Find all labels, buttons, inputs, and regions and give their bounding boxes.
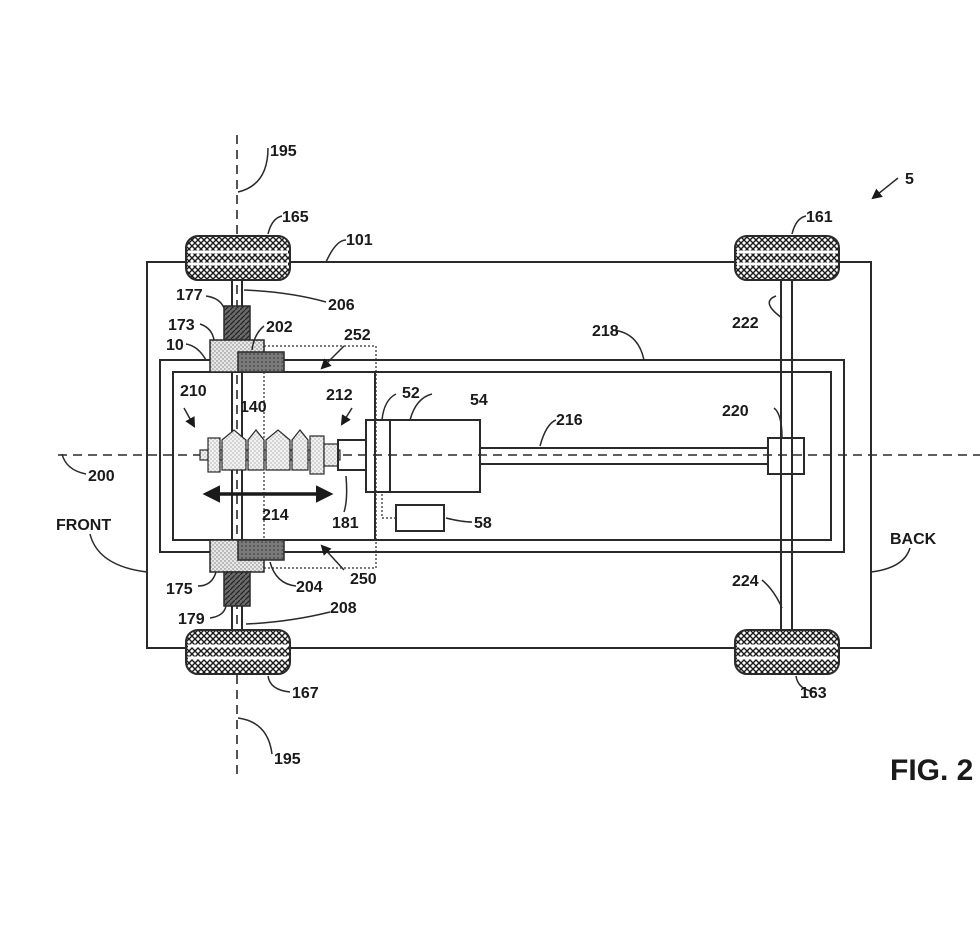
- figure-title: FIG. 2: [890, 754, 973, 787]
- label-52: 52: [402, 385, 420, 402]
- differential-220: [767, 437, 805, 475]
- label-54: 54: [470, 392, 488, 409]
- crankshaft: [199, 429, 341, 475]
- label-10: 10: [166, 337, 184, 354]
- transmission-54: [389, 419, 481, 493]
- arrow-250: [320, 544, 345, 571]
- tire-167: [185, 629, 291, 675]
- label-167: 167: [292, 685, 319, 702]
- component-204: [237, 539, 285, 561]
- tire-163: [734, 629, 840, 675]
- label-5: 5: [905, 171, 914, 188]
- label-181: 181: [332, 515, 359, 532]
- label-175: 175: [166, 581, 193, 598]
- label-210: 210: [180, 383, 207, 400]
- label-214: 214: [262, 507, 289, 524]
- label-222: 222: [732, 315, 759, 332]
- arrow-252: [320, 345, 345, 370]
- frame-outer: [159, 359, 845, 553]
- label-200: 200: [88, 468, 115, 485]
- component-179: [223, 571, 251, 607]
- label-195-top: 195: [270, 143, 297, 160]
- motor-52: [365, 419, 391, 493]
- label-179: 179: [178, 611, 205, 628]
- label-161: 161: [806, 209, 833, 226]
- label-58: 58: [474, 515, 492, 532]
- label-165: 165: [282, 209, 309, 226]
- driveshaft-216: [479, 447, 769, 465]
- label-163: 163: [800, 685, 827, 702]
- label-177: 177: [176, 287, 203, 304]
- label-back: BACK: [890, 531, 937, 548]
- label-204: 204: [296, 579, 323, 596]
- label-140: 140: [240, 399, 267, 416]
- label-220: 220: [722, 403, 749, 420]
- label-front: FRONT: [56, 517, 111, 534]
- arrow-210: [183, 407, 196, 428]
- vehicle-body: [146, 261, 872, 649]
- label-208: 208: [330, 600, 357, 617]
- label-173: 173: [168, 317, 195, 334]
- label-195-bottom: 195: [274, 751, 301, 768]
- component-202: [237, 351, 285, 373]
- tire-161: [734, 235, 840, 281]
- label-206: 206: [328, 297, 355, 314]
- label-252: 252: [344, 327, 371, 344]
- label-202: 202: [266, 319, 293, 336]
- label-224: 224: [732, 573, 759, 590]
- arrow-212: [340, 407, 353, 426]
- leader-lines: [61, 147, 911, 755]
- component-177: [223, 305, 251, 341]
- controller-58: [395, 504, 445, 532]
- label-212: 212: [326, 387, 353, 404]
- label-218: 218: [592, 323, 619, 340]
- label-101: 101: [346, 232, 373, 249]
- tire-165: [185, 235, 291, 281]
- arrow-5: [871, 177, 899, 200]
- label-216: 216: [556, 412, 583, 429]
- label-250: 250: [350, 571, 377, 588]
